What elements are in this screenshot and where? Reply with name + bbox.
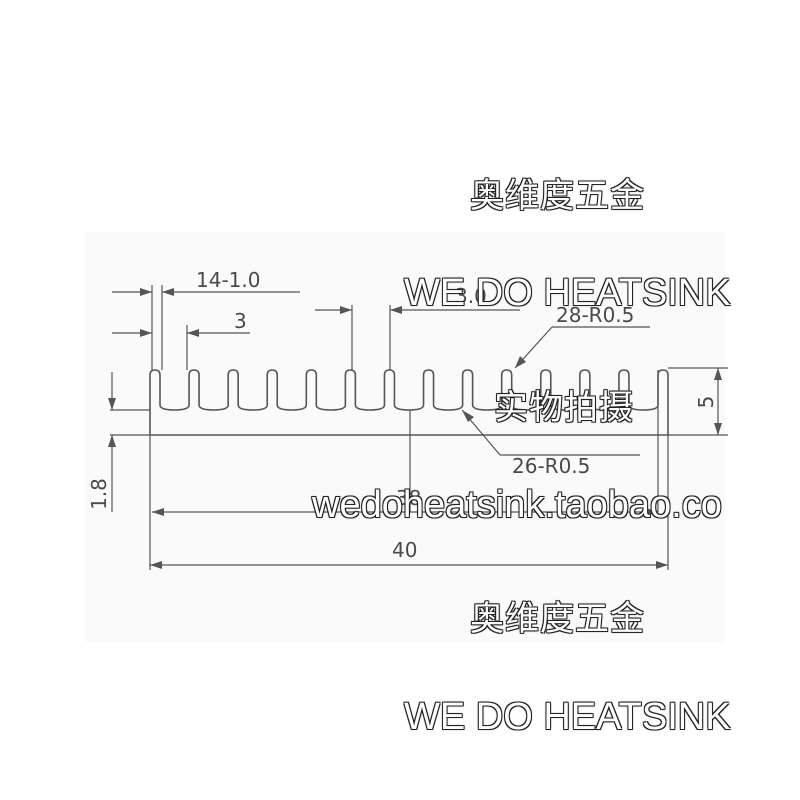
watermark-brand-cn-bottom: 奥维度五金 (470, 599, 645, 639)
heatsink-outline (149, 369, 669, 436)
dim-base: 1.8 (87, 478, 111, 510)
dim-height: 5 (694, 396, 718, 409)
arrowheads (108, 288, 722, 569)
dim-inner-width: 38 (396, 486, 421, 510)
watermark-shop-url: wedoheatsink.taobao.co (312, 484, 722, 526)
dim-top-radius: 28-R0.5 (556, 303, 634, 327)
dim-fin-count: 14-1.0 (196, 268, 260, 292)
watermark-brand-cn-top: 奥维度五金 (470, 176, 645, 216)
watermark-brand-en-top: WE DO HEATSINK (404, 272, 731, 314)
dim-bottom-radius: 26-R0.5 (512, 454, 590, 478)
heatsink-profile (149, 369, 669, 436)
drawing-panel (85, 232, 725, 642)
dim-total-width: 40 (392, 538, 417, 562)
watermark-brand-en-bottom: WE DO HEATSINK (404, 696, 731, 738)
dim-fin-gap: 3.0 (455, 284, 487, 308)
dim-fin-pitch: 3 (234, 309, 247, 333)
watermark-photo-note: 实物拍摄 (494, 388, 634, 428)
